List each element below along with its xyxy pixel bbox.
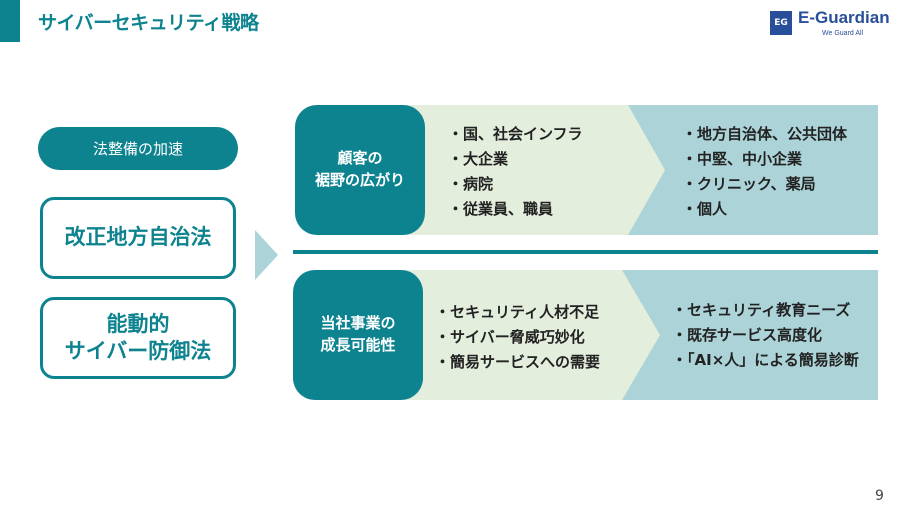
current-needs-list: ・セキュリティ人材不足 ・サイバー脅威巧妙化 ・簡易サービスへの需要: [435, 300, 600, 375]
list-item: ・セキュリティ教育ニーズ: [672, 301, 851, 319]
list-item: ・簡易サービスへの需要: [435, 353, 601, 371]
logo-mark-icon: EG: [770, 11, 792, 35]
growth-potential-label: 当社事業の成長可能性: [293, 270, 423, 400]
list-item: ・「AI×人」による簡易診断: [672, 351, 859, 369]
list-item: ・個人: [682, 200, 728, 218]
law-box-line: サイバー防御法: [64, 339, 212, 363]
list-item: ・既存サービス高度化: [672, 326, 823, 344]
page-title: サイバーセキュリティ戦略: [38, 12, 259, 34]
top-band: [400, 105, 878, 235]
future-needs-list: ・セキュリティ教育ニーズ ・既存サービス高度化 ・「AI×人」による簡易診断: [672, 298, 859, 373]
law-acceleration-pill: 法整備の加速: [38, 127, 238, 170]
top-band-shape: [400, 105, 878, 235]
list-item: ・従業員、職員: [448, 200, 554, 218]
section-divider: [293, 250, 878, 254]
company-logo: EG E-Guardian We Guard All: [770, 8, 892, 44]
current-customers-list: ・国、社会インフラ ・大企業 ・病院 ・従業員、職員: [448, 122, 583, 222]
bottom-band-shape: [400, 270, 878, 400]
list-item: ・サイバー脅威巧妙化: [435, 328, 585, 346]
future-customers-list: ・地方自治体、公共団体 ・中堅、中小企業 ・クリニック、薬局 ・個人: [682, 122, 847, 222]
list-item: ・大企業: [448, 150, 509, 168]
list-item: ・中堅、中小企業: [682, 150, 803, 168]
label-line: 当社事業の: [320, 314, 396, 333]
label-line: 成長可能性: [320, 336, 396, 354]
chevron-right-icon: [255, 230, 278, 280]
title-accent-bar: [0, 0, 20, 42]
list-item: ・クリニック、薬局: [682, 175, 816, 193]
logo-tagline: We Guard All: [822, 30, 864, 37]
list-item: ・病院: [448, 175, 494, 193]
list-item: ・セキュリティ人材不足: [435, 303, 600, 321]
label-line: 顧客の: [337, 149, 383, 168]
customer-expansion-label: 顧客の裾野の広がり: [295, 105, 425, 235]
bottom-band: [400, 270, 878, 400]
list-item: ・地方自治体、公共団体: [682, 125, 848, 143]
label-line: 裾野の広がり: [314, 171, 405, 189]
law-box-active-cyber-defense: 能動的サイバー防御法: [40, 297, 236, 379]
law-box-local-autonomy: 改正地方自治法: [40, 197, 236, 279]
logo-text: E-Guardian: [798, 8, 890, 27]
law-box-line: 能動的: [106, 311, 170, 336]
list-item: ・国、社会インフラ: [448, 125, 583, 143]
page-number: 9: [875, 488, 884, 504]
